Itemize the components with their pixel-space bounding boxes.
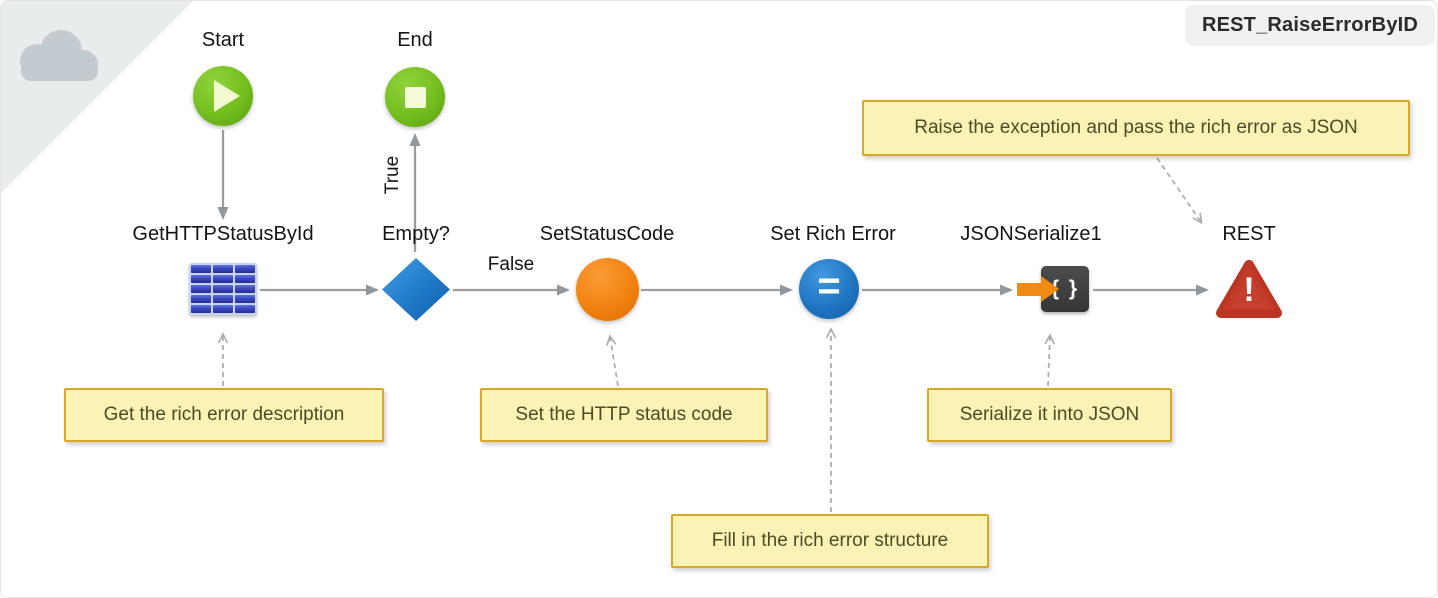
orange-arrow-head-icon [1041, 276, 1059, 302]
start-node[interactable] [193, 66, 253, 126]
cloud-icon [20, 30, 98, 81]
branch-label-true: True [382, 155, 403, 195]
comment-text: Fill in the rich error structure [711, 530, 949, 551]
serialize-node[interactable]: { } [1017, 263, 1091, 315]
comment-link-set-status-code[interactable] [606, 334, 619, 387]
aggregate-label: GetHTTPStatusById [132, 223, 314, 245]
end-label: End [397, 29, 433, 51]
exception-node[interactable]: ! [1215, 257, 1283, 321]
comment-link-serialize-json[interactable] [1044, 333, 1055, 387]
serialize-label: JSONSerialize1 [960, 223, 1102, 245]
aggregate-node[interactable] [189, 263, 257, 315]
aggregate-cell [235, 265, 255, 273]
end-node[interactable] [385, 67, 445, 127]
comment-link-raise-exception[interactable] [1156, 157, 1203, 225]
assign-label: Set Rich Error [770, 223, 896, 245]
decision-node[interactable] [382, 258, 450, 321]
warning-triangle-icon [1216, 260, 1282, 318]
set-status-label: SetStatusCode [539, 223, 675, 245]
flow-title-badge: REST_RaiseErrorByID [1185, 5, 1435, 46]
set-status-node[interactable] [576, 258, 639, 321]
aggregate-cell [191, 275, 211, 283]
stop-icon [404, 86, 426, 108]
comment-text: Get the rich error description [103, 404, 345, 425]
aggregate-cell [235, 295, 255, 303]
aggregate-cell [213, 295, 233, 303]
aggregate-cell [213, 265, 233, 273]
comment-fill-rich-error[interactable]: Fill in the rich error structure [671, 514, 989, 568]
aggregate-cell [235, 305, 255, 313]
aggregate-cell [191, 295, 211, 303]
aggregate-cell [235, 285, 255, 293]
exception-label: REST [1222, 223, 1276, 245]
aggregate-cell [213, 275, 233, 283]
aggregate-cell [235, 275, 255, 283]
comment-set-status-code[interactable]: Set the HTTP status code [480, 388, 768, 442]
comment-serialize-json[interactable]: Serialize it into JSON [927, 388, 1172, 442]
assign-node[interactable]: = [799, 259, 859, 319]
orange-arrow-icon [1017, 283, 1041, 296]
exclamation-glyph: ! [1243, 271, 1255, 309]
play-icon [214, 80, 240, 112]
start-label: Start [201, 29, 245, 51]
branch-label-false: False [487, 254, 535, 275]
aggregate-cell [213, 305, 233, 313]
comment-text: Raise the exception and pass the rich er… [914, 117, 1358, 138]
aggregate-cell [191, 305, 211, 313]
aggregate-cell [191, 285, 211, 293]
comment-text: Serialize it into JSON [959, 404, 1140, 425]
comment-text: Set the HTTP status code [515, 404, 733, 425]
aggregate-cell [213, 285, 233, 293]
aggregate-cell [191, 265, 211, 273]
comment-raise-exception[interactable]: Raise the exception and pass the rich er… [862, 100, 1410, 156]
flow-title: REST_RaiseErrorByID [1201, 14, 1419, 36]
comment-get-rich-error[interactable]: Get the rich error description [64, 388, 384, 442]
decision-label: Empty? [382, 223, 450, 245]
